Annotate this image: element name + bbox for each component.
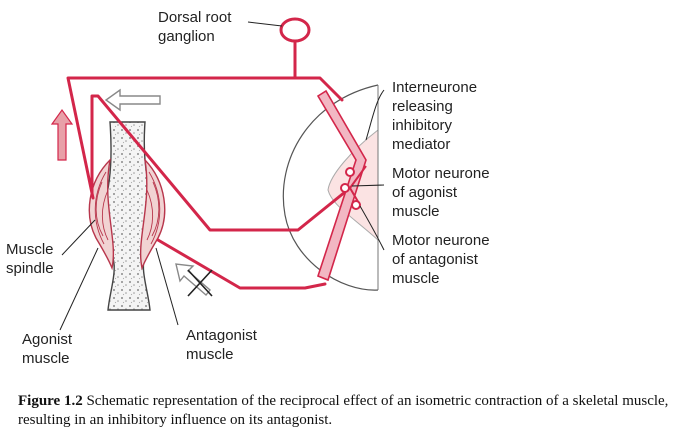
nerve-pathways [66, 40, 352, 290]
leader-spindle [61, 219, 96, 256]
leader-interneurone [365, 89, 385, 141]
afferent-nerve [66, 76, 344, 200]
antagonist-motor-neurone-body [351, 200, 361, 210]
label-motor-neurone-agonist: Motor neurone of agonist muscle [392, 165, 494, 220]
leader-antagonist [155, 247, 179, 326]
leader-motor-agonist [351, 184, 385, 187]
dorsal-root-ganglion [279, 17, 311, 43]
caption-text: Schematic representation of the reciproc… [18, 393, 669, 428]
reflex-diagram: Dorsal root ganglion Interneurone releas… [6, 9, 494, 367]
synapse-agonist [345, 167, 355, 177]
neurone-synapses [340, 165, 367, 210]
direction-arrows [50, 88, 213, 297]
arrow-left-efferent [104, 88, 161, 112]
leader-agonist [59, 247, 99, 331]
reflex-diagram-svg: Dorsal root ganglion Interneurone releas… [6, 9, 494, 367]
label-motor-neurone-antagonist: Motor neurone of antagonist muscle [392, 232, 494, 287]
arrow-antagonist-blocked [175, 263, 211, 297]
figure-number: Figure 1.2 [18, 393, 83, 409]
leader-lines [59, 21, 385, 331]
label-antagonist-muscle: Antagonist muscle [186, 327, 261, 363]
leader-ganglion [247, 21, 283, 27]
antagonist-muscle [139, 157, 166, 271]
figure-caption: Figure 1.2 Schematic representation of t… [18, 392, 694, 430]
label-dorsal-root-ganglion: Dorsal root ganglion [158, 9, 236, 45]
label-agonist-muscle: Agonist muscle [22, 331, 76, 367]
label-muscle-spindle: Muscle spindle [6, 241, 58, 277]
arrow-up-afferent [50, 108, 74, 161]
antagonist-motor-nerve [156, 238, 327, 290]
inhibition-cross-icon [187, 269, 213, 297]
leader-motor-antagonist [359, 205, 385, 251]
agonist-motor-nerve [90, 94, 352, 232]
spinal-cord-section [282, 84, 379, 291]
label-interneurone: Interneurone releasing inhibitory mediat… [392, 79, 481, 153]
agonist-motor-neurone-body [340, 183, 350, 193]
agonist-muscle [88, 157, 115, 271]
